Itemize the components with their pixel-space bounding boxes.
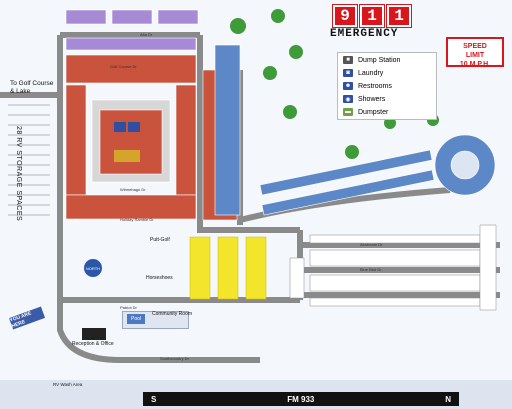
tree: [271, 9, 285, 23]
dumpster-icon: ▬: [343, 108, 353, 116]
reception-label: Reception & Office: [72, 341, 114, 347]
tree: [230, 18, 246, 34]
yellow-sites: [189, 236, 267, 300]
restroom-building: [114, 122, 126, 132]
golf-course-dr-label: Golf Course Dr: [110, 64, 137, 69]
legend-item: ☻ Restrooms: [338, 80, 436, 92]
site-block: [214, 44, 241, 216]
site-row: [309, 297, 481, 307]
dump-station-icon: ■: [343, 56, 353, 64]
legend-item: ▬ Dumpster: [338, 106, 436, 118]
legend-label: Showers: [358, 95, 386, 103]
south-label: S: [151, 394, 157, 404]
rv-wash-label: RV Wash Area: [53, 382, 83, 387]
site-row: [309, 234, 481, 244]
badge-digit: 9: [332, 4, 358, 28]
site-block: [65, 9, 107, 25]
office-building: [82, 328, 106, 340]
site-block: [217, 236, 239, 300]
highway-name: FM 933: [287, 394, 315, 404]
road-holiday: [239, 187, 451, 223]
legend-item: ■ Dump Station: [338, 54, 436, 66]
site-row: [261, 169, 435, 216]
roads: [0, 32, 500, 363]
brick-sites: [65, 54, 238, 221]
site-row: [259, 149, 433, 196]
winnebago-label: Winnebago Dr: [120, 187, 146, 192]
badge-digit: 1: [386, 4, 412, 28]
southcountry-label: Southcountry Dr: [160, 356, 189, 361]
road-central: [197, 35, 300, 233]
tree: [263, 66, 277, 80]
patriot-dr-label: Patriot Dr: [120, 305, 137, 310]
legend-label: Dump Station: [358, 56, 401, 64]
map-legend: ■ Dump Station ◙ Laundry ☻ Restrooms ◉ S…: [337, 52, 437, 120]
site-block: [99, 109, 163, 175]
blue-bird-label: Blue Bird Dr: [360, 267, 382, 272]
site-column: [289, 257, 305, 299]
laundry-building: [128, 122, 140, 132]
lake-text: & Lake: [10, 88, 31, 95]
dump-station-area: [114, 150, 140, 162]
site-block: [157, 9, 199, 25]
golf-course-label: To Golf Course & Lake: [10, 80, 53, 96]
tree: [345, 145, 359, 159]
legend-item: ◙ Laundry: [338, 67, 436, 79]
blue-sites: [214, 44, 496, 216]
restrooms-icon: ☻: [343, 82, 353, 90]
storage-lines: [8, 104, 50, 216]
site-block: [189, 236, 211, 300]
storage-label: 28 RV STORAGE SPACES: [15, 126, 22, 222]
north-arrow: NORTH: [84, 259, 102, 277]
site-row: [309, 249, 481, 267]
site-block: [175, 84, 197, 196]
holiday-ramble-label: Holiday Ramble Dr: [120, 217, 154, 222]
speed-text: 10 M.P.H.: [459, 61, 491, 68]
site-block: [65, 84, 87, 196]
road-west: [57, 35, 300, 303]
showers-icon: ◉: [343, 95, 353, 103]
airstream-label: Airstream Dr: [360, 242, 383, 247]
legend-item: ◉ Showers: [338, 93, 436, 105]
site-block: [65, 37, 197, 51]
speed-limit-sign: SPEED LIMIT 10 M.P.H.: [446, 37, 504, 68]
tree: [289, 45, 303, 59]
site-block: [65, 54, 197, 84]
north-label: N: [445, 394, 451, 404]
site-row: [309, 274, 481, 292]
site-column: [479, 224, 497, 311]
putt-golf-label: Putt-Golf: [150, 237, 170, 243]
tree: [384, 117, 396, 129]
community-room-label: Community Room: [152, 311, 193, 317]
legend-label: Restrooms: [358, 82, 392, 90]
laundry-icon: ◙: [343, 69, 353, 77]
tree: [283, 105, 297, 119]
cul-de-sac-center: [450, 150, 480, 180]
legend-label: Dumpster: [358, 108, 389, 116]
highway-fm933: S FM 933 N: [143, 392, 459, 406]
golf-text: To Golf Course: [10, 80, 54, 87]
speed-text: SPEED: [463, 43, 487, 50]
white-sites: [289, 224, 497, 311]
site-block: [245, 236, 267, 300]
alta-dr-label: Alta Dr: [140, 32, 153, 37]
road-south: [57, 300, 260, 363]
site-block: [65, 194, 197, 220]
badge-digit: 1: [359, 4, 385, 28]
speed-text: LIMIT: [465, 52, 485, 59]
site-block: [111, 9, 153, 25]
purple-sites: [65, 9, 199, 51]
pool-label: Pool: [127, 314, 145, 324]
legend-label: Laundry: [358, 69, 384, 77]
emergency-badge: 9 1 1: [332, 4, 412, 28]
emergency-label: EMERGENCY: [330, 28, 399, 40]
horseshoes-label: Horseshoes: [146, 275, 173, 281]
